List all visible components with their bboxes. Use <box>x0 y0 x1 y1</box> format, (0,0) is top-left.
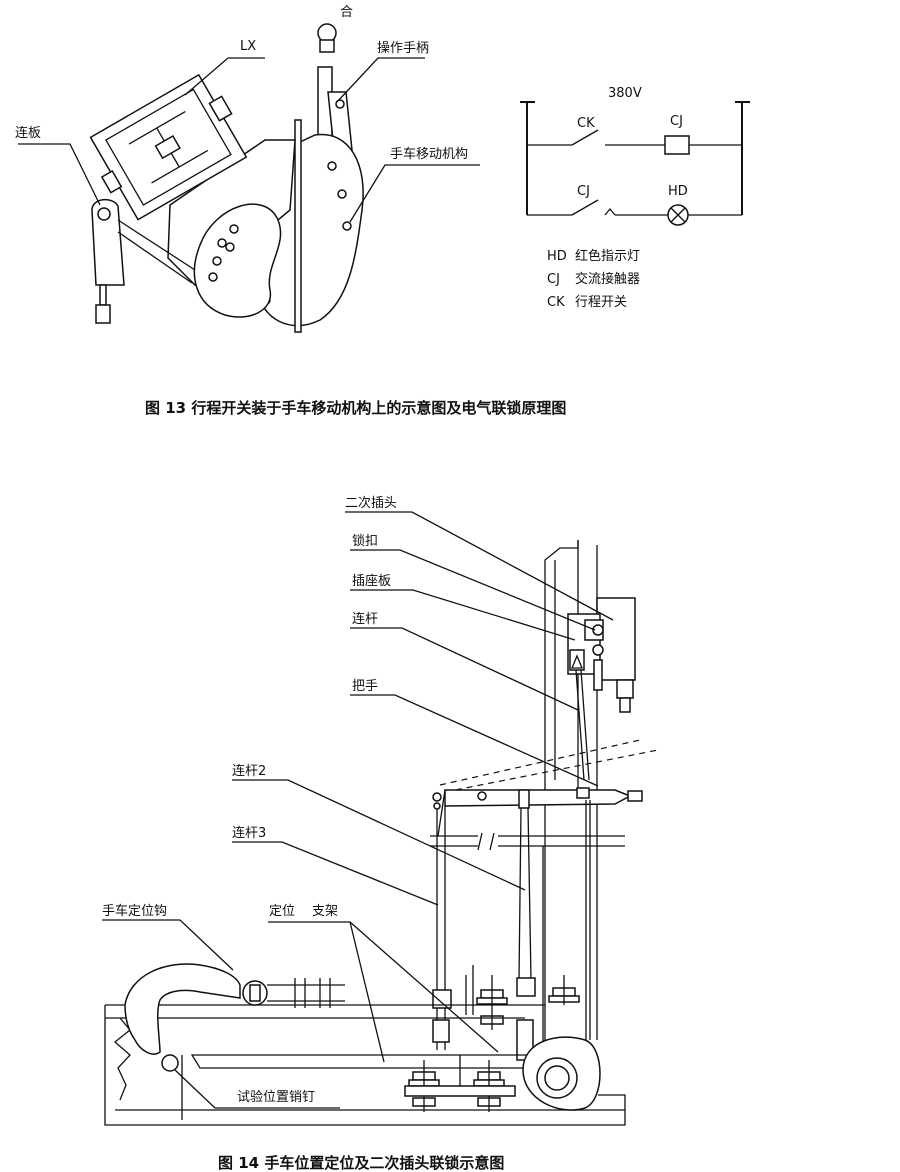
label-link-plate: 连板 <box>15 125 41 141</box>
left-plate <box>193 203 282 318</box>
legend-ck-code: CK <box>547 295 565 310</box>
legend-hd-desc: 红色指示灯 <box>575 248 640 264</box>
interlock-circuit: 380V CK CJ CJ HD <box>520 86 750 226</box>
label-latch: 锁扣 <box>352 533 378 549</box>
figure-14-caption: 图 14 手车位置定位及二次插头联锁示意图 <box>218 1154 504 1172</box>
operating-handle <box>317 66 353 151</box>
label-voltage: 380V <box>608 86 642 101</box>
label-test-pin: 试验位置销钉 <box>237 1089 315 1105</box>
label-handle: 把手 <box>352 679 378 694</box>
label-socket-plate: 插座板 <box>352 574 391 589</box>
circuit-legend: HD 红色指示灯 CJ 交流接触器 CK 行程开关 <box>547 248 640 310</box>
figure-14: 二次插头 锁扣 插座板 连杆 把手 连杆2 连杆3 手车定位钩 定位 支架 试验… <box>102 495 659 1172</box>
trolley-wheel <box>522 1036 601 1111</box>
legend-ck-desc: 行程开关 <box>575 295 627 310</box>
label-operating-handle: 操作手柄 <box>377 40 429 56</box>
label-link-rod-2: 连杆2 <box>232 763 266 779</box>
label-trolley-mechanism: 手车移动机构 <box>390 146 468 162</box>
leader-operating-handle <box>336 57 425 103</box>
label-positioning: 定位 <box>269 904 295 919</box>
trolley-hook <box>124 963 345 1055</box>
handle-knob <box>317 23 337 53</box>
close-label: 合 <box>340 5 353 20</box>
legend-hd-code: HD <box>547 249 567 264</box>
figure-13-caption: 图 13 行程开关装于手车移动机构上的示意图及电气联锁原理图 <box>145 399 566 417</box>
label-ck: CK <box>577 116 595 131</box>
travel-switch-lx <box>89 73 248 221</box>
link-plate <box>91 198 196 324</box>
cj-coil <box>664 135 690 155</box>
legend-cj-desc: 交流接触器 <box>575 271 640 287</box>
chassis-rail <box>104 1004 626 1126</box>
legend-cj-code: CJ <box>547 272 560 287</box>
label-cj-contact: CJ <box>577 184 590 199</box>
label-cj-coil: CJ <box>670 114 683 129</box>
leader-lx <box>184 57 265 96</box>
label-trolley-hook: 手车定位钩 <box>102 903 167 919</box>
label-bracket: 支架 <box>312 904 338 919</box>
label-secondary-plug: 二次插头 <box>345 495 397 511</box>
leader-trolley-mechanism <box>349 164 480 223</box>
fasteners <box>408 975 580 1112</box>
label-lx: LX <box>240 39 256 54</box>
figure-13: 合 <box>15 5 750 417</box>
handle-bar <box>444 787 643 809</box>
secondary-plug <box>567 597 636 713</box>
label-hd: HD <box>668 184 688 199</box>
label-link-rod: 连杆 <box>352 611 378 627</box>
mid-frame <box>430 789 625 851</box>
label-link-rod-3: 连杆3 <box>232 825 266 841</box>
test-pin <box>161 1054 179 1072</box>
leader-link-plate <box>18 143 101 206</box>
hd-lamp <box>667 204 689 226</box>
